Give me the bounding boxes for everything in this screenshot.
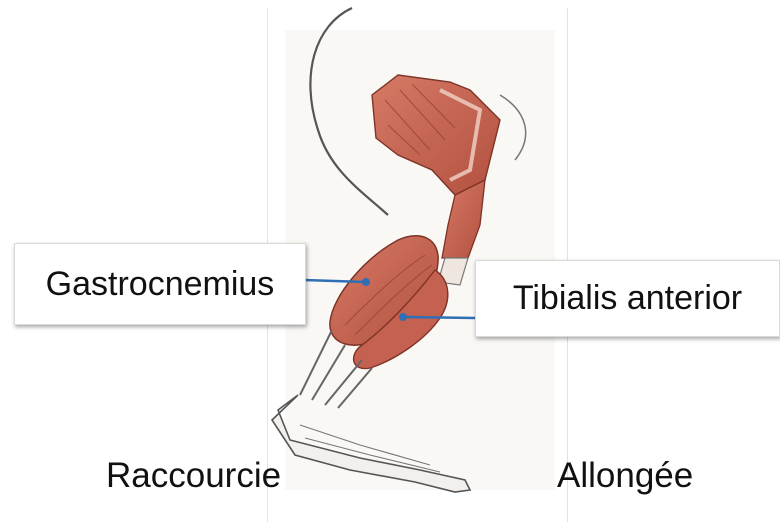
caption-lengthened: Allongée [557, 456, 693, 496]
tibialis-anterior-label: Tibialis anterior [513, 279, 742, 318]
gastrocnemius-leader-dot [362, 278, 370, 286]
tibialis-leader-line [405, 317, 475, 318]
tibialis-anterior-label-box: Tibialis anterior [475, 260, 780, 337]
gastrocnemius-label: Gastrocnemius [46, 265, 275, 304]
gastrocnemius-label-box: Gastrocnemius [14, 243, 306, 325]
caption-shortened: Raccourcie [106, 456, 281, 496]
tibialis-leader-dot [399, 313, 407, 321]
